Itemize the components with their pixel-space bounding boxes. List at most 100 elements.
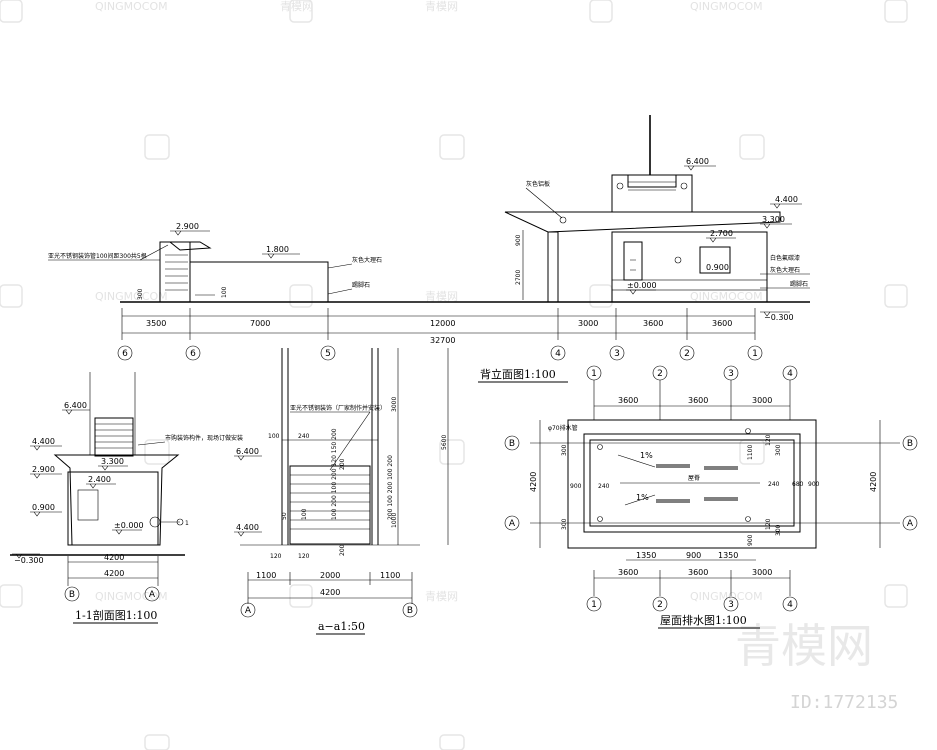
watermark-brand: QINGMOCOM (95, 290, 168, 303)
note-text: 踢脚石 (352, 281, 370, 289)
dim-text: 300 (561, 518, 568, 530)
drawing-title: 屋面排水图1:100 (660, 613, 747, 627)
dim-text: 12000 (430, 319, 455, 328)
dim-text: 2700 (515, 270, 522, 285)
section-1-1: 1 市购装饰构件，现场订做安装 6.400 4.400 3.300 2.900 … (10, 372, 243, 624)
dim-text: 1350 (718, 551, 738, 560)
axis-label: 4 (787, 369, 793, 379)
watermark-logo: 青模网 (735, 619, 873, 673)
dim-text: 3000 (391, 397, 398, 412)
dim-text: 3600 (643, 319, 663, 328)
level-label: 6.400 (64, 401, 87, 410)
axis-label: 5 (325, 349, 331, 359)
dim-text: 900 (808, 481, 820, 488)
axis-label: B (407, 606, 413, 616)
watermark-site: 青模网 (280, 0, 313, 13)
dim-text: 1100 (747, 445, 754, 460)
note-text: 市购装饰构件，现场订做安装 (165, 434, 243, 442)
dim-text: 900 (570, 483, 582, 490)
watermark-brand: QINGMOCOM (95, 590, 168, 603)
level-label: 3.300 (762, 215, 785, 224)
axis-label: 2 (657, 600, 663, 610)
watermark-brand: QINGMOCOM (690, 590, 763, 603)
axis-bubbles: 6 6 5 4 3 2 1 (117, 345, 763, 361)
dim-text: 3500 (146, 319, 166, 328)
axis-label: A (509, 519, 516, 529)
pipe-label: φ70排水管 (548, 424, 578, 432)
section-a-a: 亚光不锈钢装饰（厂家制作并安装） 100 240 6.400 4.400 300… (234, 348, 449, 635)
axis-label: B (907, 439, 913, 449)
dim-text: 4200 (104, 569, 124, 578)
dim-text: 120 (765, 434, 772, 446)
dim-text: 300 (561, 444, 568, 456)
axis-label: 3 (728, 600, 734, 610)
note-text: 白色氟碳漆 (770, 254, 800, 262)
note-text: 亚光不锈钢装饰（厂家制作并安装） (290, 404, 386, 412)
dim-text: 7000 (250, 319, 270, 328)
dim-text: 3000 (752, 568, 772, 577)
dim-text: 100 (301, 508, 308, 520)
axis-label: 4 (555, 349, 561, 359)
dim-text: 120 (765, 518, 772, 530)
dim-text: 200 (339, 544, 346, 556)
dim-text: 100 (221, 286, 228, 298)
level-label: 2.700 (710, 229, 733, 238)
dim-text: 240 (298, 433, 310, 440)
drawing-title: a−a1:50 (318, 620, 365, 633)
dim-text: 2000 (320, 571, 340, 580)
dim-text: 100 (268, 433, 280, 440)
dim-text: 3600 (688, 568, 708, 577)
level-label: 3.300 (101, 457, 124, 466)
dim-text: 900 (515, 234, 522, 246)
note-text: 灰色大理石 (352, 256, 382, 264)
dim-text: 120 (270, 553, 282, 560)
section-mark: 1 (185, 520, 189, 527)
axis-label: 6 (122, 349, 128, 359)
dim-text: 300 (137, 288, 144, 300)
dim-text: 200 (339, 458, 346, 470)
axis-label: B (69, 590, 75, 600)
axis-label: 2 (684, 349, 690, 359)
dim-text: 3000 (578, 319, 598, 328)
rear-elevation: 2.900 1.800 亚光不锈钢装饰管100间距300共5根 灰色大理石 踢脚… (48, 115, 810, 383)
dim-stack: 200 100 200 100 200 (387, 455, 394, 520)
ridge-label: 屋脊 (688, 474, 700, 482)
dim-text: 240 (768, 481, 780, 488)
level-label: ±0.000 (627, 281, 657, 290)
dim-text: 4200 (320, 588, 340, 597)
roof-drainage-plan: 1 2 3 4 3600 3600 3000 B A B A 1% 1% 屋脊 … (504, 365, 918, 629)
axis-label: A (149, 590, 156, 600)
level-label: 0.900 (32, 503, 55, 512)
note-text: 灰色大理石 (770, 266, 800, 274)
dim-text: 1100 (256, 571, 276, 580)
watermark-brand: QINGMOCOM (690, 290, 763, 303)
level-label: 2.400 (88, 475, 111, 484)
dim-text: 1100 (380, 571, 400, 580)
level-label: 2.900 (176, 222, 199, 231)
axis-label: A (245, 606, 252, 616)
level-label: 4.400 (236, 523, 259, 532)
axis-label: 3 (728, 369, 734, 379)
watermark-brand: QINGMOCOM (690, 0, 763, 13)
axis-label: 1 (591, 600, 597, 610)
dim-text: 5600 (441, 435, 448, 450)
axis-label: B (509, 439, 515, 449)
drawing-title: 1-1剖面图1:100 (75, 608, 157, 622)
axis-label: 1 (752, 349, 758, 359)
level-label: 6.400 (236, 447, 259, 456)
note-text: 灰色铝板 (526, 180, 550, 188)
note-text: 亚光不锈钢装饰管100间距300共5根 (48, 252, 147, 260)
dim-text: 3600 (688, 396, 708, 405)
axis-label: 2 (657, 369, 663, 379)
dim-stack: 100 200 100 200 120 150 200 (331, 428, 338, 520)
level-label: 4.400 (775, 195, 798, 204)
watermark-site: 青模网 (425, 0, 458, 13)
dim-text: 680 (792, 481, 804, 488)
dim-text: 3600 (618, 396, 638, 405)
axis-label: 4 (787, 600, 793, 610)
slope-label: 1% (640, 451, 653, 460)
drawing-title: 背立面图1:100 (480, 367, 556, 381)
dim-text: 3600 (618, 568, 638, 577)
dim-text: 900 (686, 551, 701, 560)
slope-label: 1% (636, 493, 649, 502)
